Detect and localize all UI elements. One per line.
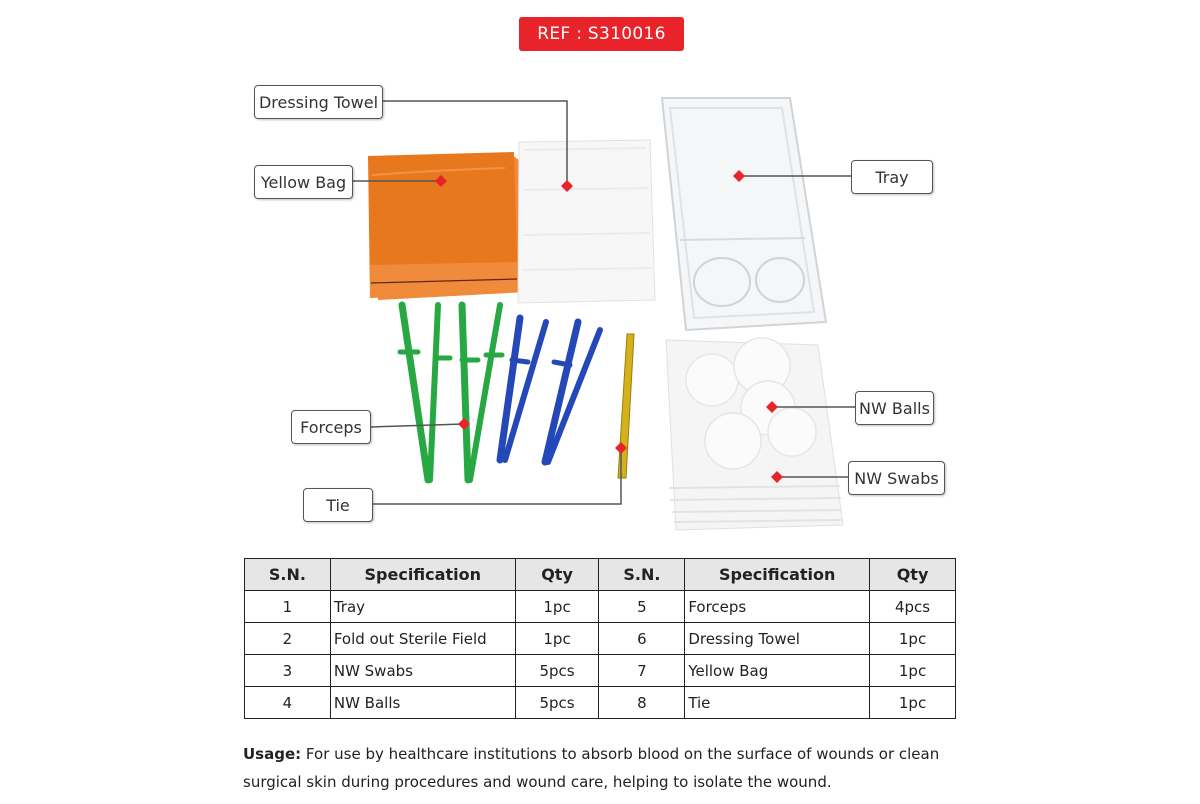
marker-yellow-bag bbox=[435, 175, 447, 187]
callout-forceps: Forceps bbox=[291, 410, 371, 444]
header-qty-2: Qty bbox=[869, 558, 956, 591]
callout-nw-swabs: NW Swabs bbox=[848, 461, 945, 495]
tray-image bbox=[660, 97, 828, 332]
cell-qty: 1pc bbox=[869, 686, 956, 719]
table-row: 3 NW Swabs 5pcs 7 Yellow Bag 1pc bbox=[244, 654, 956, 687]
cell-qty: 1pc bbox=[869, 654, 956, 687]
marker-dots bbox=[435, 170, 783, 483]
marker-tie bbox=[615, 442, 627, 454]
callout-yellow-bag: Yellow Bag bbox=[254, 165, 353, 199]
callout-tie: Tie bbox=[303, 488, 373, 522]
tie-image bbox=[617, 333, 635, 479]
header-specification-2: Specification bbox=[684, 558, 871, 591]
usage-paragraph: Usage: For use by healthcare institution… bbox=[243, 740, 983, 796]
table-row: 4 NW Balls 5pcs 8 Tie 1pc bbox=[244, 686, 956, 719]
dressing-towel-image bbox=[517, 139, 656, 304]
table-row: 1 Tray 1pc 5 Forceps 4pcs bbox=[244, 590, 956, 623]
cell-specification: Forceps bbox=[684, 590, 871, 623]
header-sn-1: S.N. bbox=[244, 558, 331, 591]
marker-nw-swabs bbox=[771, 471, 783, 483]
yellow-bag-image bbox=[368, 152, 527, 300]
product-illustration bbox=[353, 97, 855, 531]
cell-qty: 5pcs bbox=[514, 686, 600, 719]
cell-sn: 4 bbox=[244, 686, 331, 719]
cell-sn: 2 bbox=[244, 622, 331, 655]
specification-table: S.N. Specification Qty S.N. Specificatio… bbox=[244, 558, 956, 719]
cell-specification: Fold out Sterile Field bbox=[329, 622, 516, 655]
table-row: 2 Fold out Sterile Field 1pc 6 Dressing … bbox=[244, 622, 956, 655]
cell-specification: Tray bbox=[329, 590, 516, 623]
cell-specification: Dressing Towel bbox=[684, 622, 871, 655]
callout-leader-lines bbox=[353, 100, 855, 505]
callout-dressing-towel: Dressing Towel bbox=[254, 85, 383, 119]
cell-sn: 3 bbox=[244, 654, 331, 687]
usage-text: For use by healthcare institutions to ab… bbox=[243, 745, 940, 791]
cell-sn: 8 bbox=[598, 686, 686, 719]
cell-sn: 6 bbox=[598, 622, 686, 655]
table-header-row: S.N. Specification Qty S.N. Specificatio… bbox=[244, 558, 956, 591]
forceps-image bbox=[397, 301, 603, 484]
marker-forceps bbox=[458, 418, 470, 430]
callout-nw-balls: NW Balls bbox=[855, 391, 934, 425]
marker-dressing-towel bbox=[561, 180, 573, 192]
header-specification-1: Specification bbox=[329, 558, 516, 591]
cell-qty: 1pc bbox=[869, 622, 956, 655]
cell-qty: 5pcs bbox=[514, 654, 600, 687]
marker-tray bbox=[733, 170, 745, 182]
cell-specification: Tie bbox=[684, 686, 871, 719]
marker-nw-balls bbox=[766, 401, 778, 413]
cell-qty: 1pc bbox=[514, 590, 600, 623]
cell-sn: 7 bbox=[598, 654, 686, 687]
cell-specification: NW Swabs bbox=[329, 654, 516, 687]
ref-badge: REF : S310016 bbox=[519, 17, 684, 51]
cell-sn: 5 bbox=[598, 590, 686, 623]
cell-qty: 1pc bbox=[514, 622, 600, 655]
usage-label: Usage: bbox=[243, 745, 302, 763]
nw-balls-image bbox=[685, 337, 817, 470]
cell-sn: 1 bbox=[244, 590, 331, 623]
callout-tray: Tray bbox=[851, 160, 933, 194]
header-sn-2: S.N. bbox=[598, 558, 686, 591]
cell-specification: Yellow Bag bbox=[684, 654, 871, 687]
cell-qty: 4pcs bbox=[869, 590, 956, 623]
cell-specification: NW Balls bbox=[329, 686, 516, 719]
header-qty-1: Qty bbox=[514, 558, 600, 591]
